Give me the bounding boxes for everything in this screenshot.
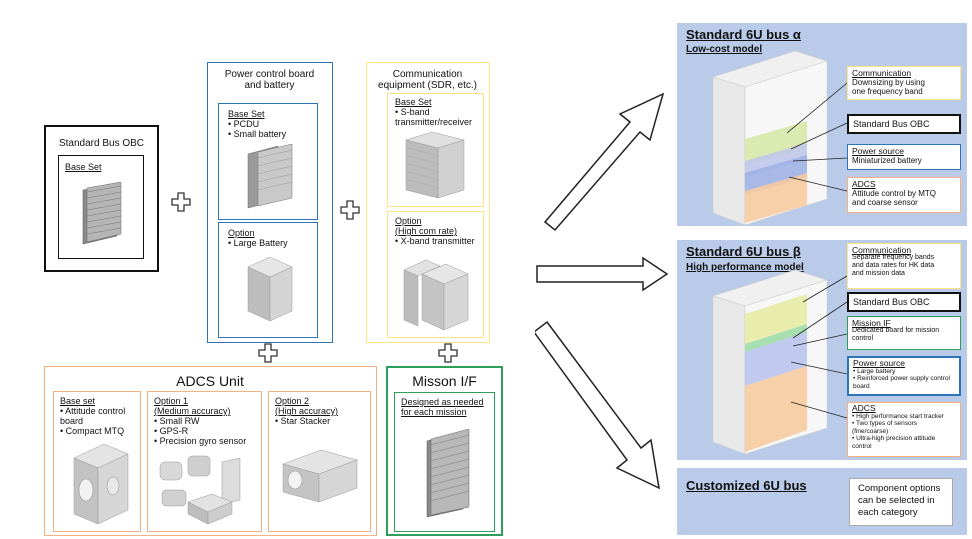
adcs-option1-box: Option 1 (Medium accuracy) • Small RW • … <box>147 391 262 532</box>
bus-beta-mission-title: Mission IF <box>852 318 891 328</box>
transceiver-icon <box>405 132 465 199</box>
adcs-base-item-2: • Compact MTQ <box>60 426 125 436</box>
bus-beta-title: Standard 6U bus β <box>686 244 801 259</box>
bus-beta-obc-text: Standard Bus OBC <box>853 297 930 307</box>
power-option-item-1: • Large Battery <box>228 238 288 248</box>
bus-beta-adcs-label: ADCS • High performance start tracker • … <box>847 402 961 457</box>
plus-icon <box>171 192 191 212</box>
bus-beta-comm-title: Communication <box>852 245 912 255</box>
obc-title: Standard Bus OBC <box>58 138 145 149</box>
x-band-transmitter-icon <box>403 259 469 331</box>
bus-beta-power-label: Power source • Large battery • Reinforce… <box>847 356 961 396</box>
reaction-wheel-icon <box>159 455 241 525</box>
adcs-option1-item-1: • Small RW <box>154 416 200 426</box>
bus-beta-obc-label: Standard Bus OBC <box>847 292 961 312</box>
bus-beta-comm-label: Communication Separate frequency bands a… <box>847 243 961 289</box>
bus-alpha-adcs-text: Attitude control by MTQ and coarse senso… <box>852 189 937 207</box>
bus-alpha-comm-title: Communication <box>852 68 912 78</box>
power-option-label: Option <box>228 228 255 238</box>
adcs-option1-item-2: • GPS-R <box>154 426 189 436</box>
power-base-item-2: • Small battery <box>228 129 287 139</box>
comm-option-item-1: • X-band transmitter <box>395 236 475 246</box>
bus-beta-adcs-text: • High performance start tracker • Two t… <box>852 412 944 450</box>
arrow-to-beta-icon <box>536 256 669 292</box>
comm-base-item-1: • S-band transmitter/receiver <box>395 107 473 127</box>
custom-bus-panel: Customized 6U bus Component options can … <box>677 468 967 535</box>
mission-box: Misson I/F Designed as needed for each m… <box>386 366 503 536</box>
power-base-item-1: • PCDU <box>228 119 260 129</box>
obc-base-set-label: Base Set <box>65 162 102 172</box>
mission-desc: Designed as needed for each mission <box>401 397 484 417</box>
bus-alpha-obc-label: Standard Bus OBC <box>847 114 961 134</box>
comm-base-set-box: Base Set • S-band transmitter/receiver <box>387 93 484 207</box>
mission-board-icon <box>426 429 470 518</box>
bus-alpha-power-label: Power source Miniaturized battery <box>847 144 961 170</box>
power-title: Power control board and battery <box>224 69 315 91</box>
bus-alpha-adcs-title: ADCS <box>852 179 876 189</box>
obc-box: Standard Bus OBC Base Set <box>44 125 159 272</box>
power-base-set-box: Base Set • PCDU • Small battery <box>218 103 318 220</box>
bus-beta-subtitle: High performance model <box>686 262 804 273</box>
bus-beta-mission-text: Dedicated board for mission control <box>852 327 940 342</box>
adcs-box: ADCS Unit Base set • Attitude control bo… <box>44 366 377 536</box>
pcdu-icon <box>247 144 293 209</box>
star-tracker-icon <box>282 449 358 503</box>
comm-base-set-label: Base Set <box>395 97 432 107</box>
bus-beta-comm-text: Separate frequency bands and data rates … <box>852 254 935 277</box>
bus-alpha-panel: Standard 6U bus α Low-cost model Communi… <box>677 23 967 226</box>
bus-alpha-power-text: Miniaturized battery <box>852 156 922 165</box>
plus-icon <box>258 343 278 363</box>
bus-beta-adcs-title: ADCS <box>852 403 876 413</box>
mission-inner-box: Designed as needed for each mission <box>394 392 495 532</box>
obc-base-set-box: Base Set <box>58 155 144 259</box>
bus-beta-panel: Standard 6U bus β High performance model… <box>677 240 967 460</box>
bus-alpha-subtitle: Low-cost model <box>686 44 763 55</box>
custom-bus-desc-box: Component options can be selected in eac… <box>849 478 953 526</box>
comm-option-label: Option (High com rate) <box>395 216 458 236</box>
adcs-option2-label: Option 2 (High accuracy) <box>275 396 339 416</box>
power-box: Power control board and battery Base Set… <box>207 62 333 343</box>
arrow-to-custom-icon <box>535 320 660 490</box>
adcs-base-set-box: Base set • Attitude control board • Comp… <box>53 391 141 532</box>
bus-beta-mission-label: Mission IF Dedicated board for mission c… <box>847 316 961 350</box>
comm-title: Communication equipment (SDR, etc.) <box>378 69 477 91</box>
adcs-board-icon <box>73 443 129 525</box>
bus-alpha-title: Standard 6U bus α <box>686 27 801 42</box>
power-option-box: Option • Large Battery <box>218 222 318 338</box>
bus-alpha-comm-label: Communication Downsizing by using one fr… <box>847 66 961 100</box>
adcs-option1-label: Option 1 (Medium accuracy) <box>154 396 231 416</box>
bus-alpha-power-title: Power source <box>852 146 904 156</box>
adcs-base-item-1: • Attitude control board <box>60 406 126 426</box>
adcs-base-set-label: Base set <box>60 396 96 406</box>
bus-beta-power-title: Power source <box>853 358 905 368</box>
bus-alpha-comm-text: Downsizing by using one frequency band <box>852 78 925 96</box>
plus-icon <box>438 343 458 363</box>
bus-alpha-adcs-label: ADCS Attitude control by MTQ and coarse … <box>847 177 961 213</box>
bus-beta-leader-lines <box>790 275 847 419</box>
custom-bus-title: Customized 6U bus <box>686 478 807 493</box>
bus-alpha-cubesat-icon <box>712 50 828 226</box>
adcs-title: ADCS Unit <box>176 373 244 389</box>
comm-box: Communication equipment (SDR, etc.) Base… <box>366 62 490 343</box>
plus-icon <box>340 200 360 220</box>
adcs-option2-box: Option 2 (High accuracy) • Star Stacker <box>268 391 371 532</box>
bus-beta-cubesat-icon <box>712 269 828 455</box>
board-stack-icon <box>82 182 122 245</box>
bus-beta-power-text: • Large battery • Reinforced power suppl… <box>853 367 950 390</box>
adcs-option1-item-3: • Precision gyro sensor <box>154 436 247 446</box>
adcs-option2-item-1: • Star Stacker <box>275 416 331 426</box>
comm-option-box: Option (High com rate) • X-band transmit… <box>387 211 484 338</box>
bus-alpha-leader-lines <box>787 82 847 192</box>
mission-title: Misson I/F <box>412 373 477 389</box>
custom-bus-desc: Component options can be selected in eac… <box>858 483 941 518</box>
bus-alpha-obc-text: Standard Bus OBC <box>853 119 930 129</box>
battery-icon <box>247 257 293 322</box>
arrow-to-alpha-icon <box>543 92 665 232</box>
power-base-set-label: Base Set <box>228 109 265 119</box>
